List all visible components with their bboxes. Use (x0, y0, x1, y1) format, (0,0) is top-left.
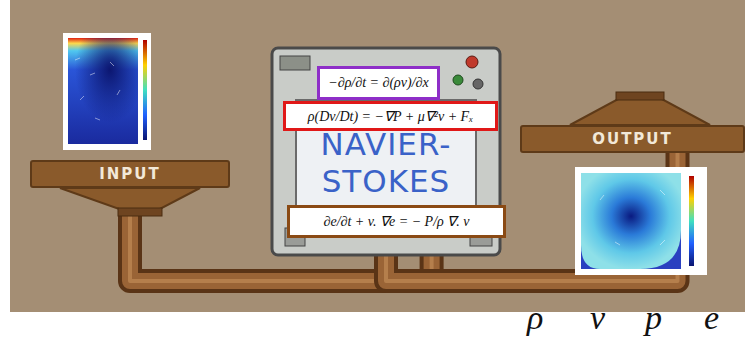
output-band: OUTPUT (520, 125, 745, 153)
input-heatmap (63, 33, 151, 150)
pipe-collar (118, 208, 162, 216)
equation-text: ρ(Dv/Dt) = −∇P + μ∇²v + Fₓ (308, 108, 473, 125)
equation-text: ∂e/∂t + v. ∇e = − P/ρ ∇. v (324, 213, 470, 230)
equation-box: ρ(Dv/Dt) = −∇P + μ∇²v + Fₓ (283, 101, 498, 131)
output-funnel (570, 98, 710, 125)
band-label: INPUT (99, 165, 161, 183)
equation-box: −∂ρ/∂t = ∂(ρv)/∂x (317, 66, 439, 100)
equation-box: ∂e/∂t + v. ∇e = − P/ρ ∇. v (287, 205, 506, 238)
band-label: OUTPUT (592, 130, 673, 148)
variable-symbol: p (645, 298, 662, 338)
equation-text: −∂ρ/∂t = ∂(ρv)/∂x (328, 75, 428, 91)
output-heatmap (575, 167, 707, 275)
pipe-collar (616, 92, 664, 100)
input-funnel (60, 188, 200, 210)
variable-symbol: e (704, 298, 719, 338)
input-band: INPUT (30, 160, 230, 188)
variable-symbol: v (590, 298, 605, 338)
machine-title: NAVIER- STOKES (298, 126, 474, 200)
variable-symbol: ρ (527, 298, 543, 338)
machine-box: NAVIER- STOKES −∂ρ/∂t = ∂(ρv)/∂x ρ(Dv/Dt) … (272, 48, 500, 255)
